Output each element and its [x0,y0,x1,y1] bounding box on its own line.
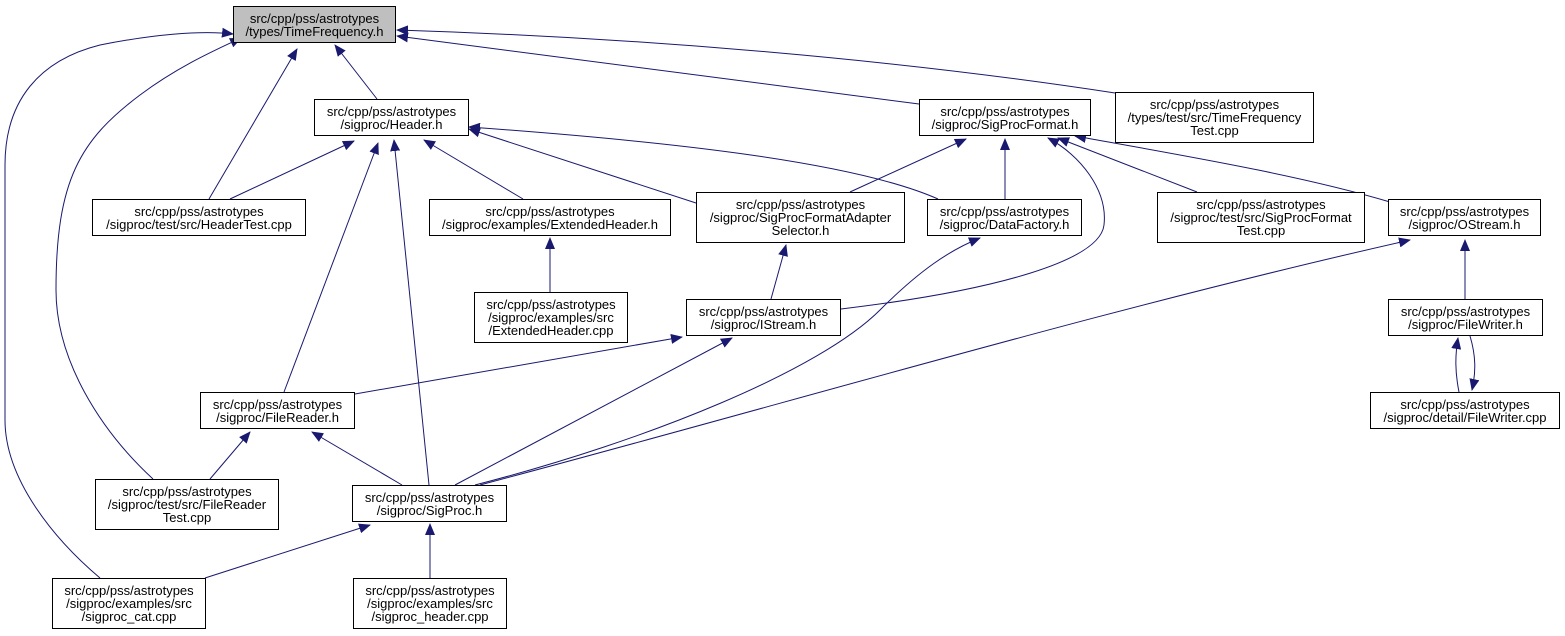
node-label-line: /sigproc/examples/src [367,596,493,611]
edge-spftest-to-sigprocformat [1057,137,1198,193]
edge-sigproc-to-datafactory [474,237,981,486]
node-label-line: /sigproc/IStream.h [710,316,817,332]
node-label-line: /sigproc/Header.h [340,116,443,132]
node-label-line: src/cpp/pss/astrotypes [364,489,495,505]
node-label-line: src/cpp/pss/astrotypes [249,10,380,26]
edge-filereader-to-istream [354,333,683,395]
node-label-line: /sigproc/SigProcFormatAdapter [709,210,892,225]
node-label-line: src/cpp/pss/astrotypes [134,203,264,219]
node-header-h[interactable]: src/cpp/pss/astrotypes /sigproc/Header.h [314,99,469,136]
edge-sigproc-to-filereader [311,431,403,486]
node-label-line: /sigproc/FileWriter.h [1408,316,1523,332]
node-label-line: /sigproc/test/src/SigProcFormat [1170,210,1352,225]
edge-frtest-to-timefreq [55,37,242,480]
edge-filereader-to-header [283,142,379,393]
node-label-line: /ExtendedHeader.cpp [488,323,614,338]
node-filewriter-cpp[interactable]: src/cpp/pss/astrotypes /sigproc/detail/F… [1370,392,1560,429]
node-headertest-cpp[interactable]: src/cpp/pss/astrotypes /sigproc/test/src… [92,199,306,236]
edge-filewriter-to-filewritercpp [1469,335,1480,391]
node-label-line: src/cpp/pss/astrotypes [698,303,829,319]
edge-adapter-to-header [468,127,697,204]
node-label-line: src/cpp/pss/astrotypes [1399,203,1530,219]
node-label-line: src/cpp/pss/astrotypes [326,103,457,119]
node-label-line: src/cpp/pss/astrotypes [486,297,616,312]
node-ostream-h[interactable]: src/cpp/pss/astrotypes /sigproc/OStream.… [1388,199,1541,236]
edge-tftest-to-timefreq [396,25,1116,94]
edge-header-to-timefreq [334,44,378,100]
node-label-line: src/cpp/pss/astrotypes [122,484,252,499]
edge-filewritercpp-to-filewriter [1451,337,1462,393]
node-label-line: Selector.h [771,223,830,238]
node-label-line: /sigproc/test/src/FileReader [107,497,267,512]
edge-extheader-to-header [423,139,524,200]
node-label-line: src/cpp/pss/astrotypes [1400,303,1531,319]
node-label-line: src/cpp/pss/astrotypes [365,583,495,598]
node-label-line: Test.cpp [1236,223,1286,238]
node-label-line: /types/TimeFrequency.h [245,23,384,39]
node-sigproc-header-cpp[interactable]: src/cpp/pss/astrotypes /sigproc/examples… [353,578,507,629]
node-label-line: /sigproc/detail/FileWriter.cpp [1383,409,1547,425]
node-extendedheader-h[interactable]: src/cpp/pss/astrotypes /sigproc/examples… [429,199,671,236]
node-filereader-test-cpp[interactable]: src/cpp/pss/astrotypes /sigproc/test/src… [95,479,279,530]
edge-adapter-to-sigprocformat [849,138,967,193]
edge-headertest-to-header [229,140,355,200]
node-label-line: /sigproc/examples/src [66,596,192,611]
node-label-line: src/cpp/pss/astrotypes [940,103,1070,119]
node-label-line: src/cpp/pss/astrotypes [485,203,615,219]
node-label-line: /sigproc/examples/src [488,310,614,325]
node-label-line: /sigproc/SigProcFormat.h [931,116,1079,132]
node-label-line: /sigproc/OStream.h [1408,216,1521,232]
node-label-line: src/cpp/pss/astrotypes [212,396,343,412]
node-label-line: src/cpp/pss/astrotypes [735,197,866,212]
edge-istream-to-sigprocformat [840,137,1105,310]
node-label-line: /sigproc/test/src/HeaderTest.cpp [106,216,292,232]
node-label-line: src/cpp/pss/astrotypes [939,203,1070,219]
node-label-line: /sigproc_header.cpp [371,609,489,624]
node-datafactory-h[interactable]: src/cpp/pss/astrotypes /sigproc/DataFact… [927,199,1082,236]
node-timefrequency-test-cpp[interactable]: src/cpp/pss/astrotypes /types/test/src/T… [1115,92,1314,143]
node-sigproc-h[interactable]: src/cpp/pss/astrotypes /sigproc/SigProc.… [352,485,507,522]
node-sigprocformat-h[interactable]: src/cpp/pss/astrotypes /sigproc/SigProcF… [919,99,1091,136]
edge-ostream-to-sigprocformat [1074,133,1391,203]
node-sigprocformat-test-cpp[interactable]: src/cpp/pss/astrotypes /sigproc/test/src… [1157,192,1365,243]
edge-headertest-to-timefreq [208,48,298,200]
edge-sigprocformat-to-timefreq [396,32,920,105]
edge-sigproc-to-istream [454,337,733,486]
node-label-line: /sigproc_cat.cpp [81,609,177,624]
edge-datafactory-to-header [468,122,939,200]
node-timefrequency-h[interactable]: src/cpp/pss/astrotypes /types/TimeFreque… [233,6,396,43]
edge-istream-to-adapter [770,244,788,300]
node-sigproc-cat-cpp[interactable]: src/cpp/pss/astrotypes /sigproc/examples… [52,578,206,629]
edge-frtest-to-filereader [209,431,251,480]
node-istream-h[interactable]: src/cpp/pss/astrotypes /sigproc/IStream.… [686,299,841,336]
node-filewriter-h[interactable]: src/cpp/pss/astrotypes /sigproc/FileWrit… [1388,299,1543,336]
node-extendedheader-cpp[interactable]: src/cpp/pss/astrotypes /sigproc/examples… [474,292,628,343]
edge-cat-to-sigproc [204,523,371,579]
node-label-line: src/cpp/pss/astrotypes [1196,197,1326,212]
node-label-line: Test.cpp [162,510,212,525]
edge-sigproc-to-header [390,139,430,486]
node-label-line: /sigproc/SigProc.h [376,502,483,518]
node-label-line: Test.cpp [1190,123,1239,138]
node-filereader-h[interactable]: src/cpp/pss/astrotypes /sigproc/FileRead… [200,392,355,429]
node-label-line: /sigproc/DataFactory.h [939,216,1070,232]
node-label-line: /types/test/src/TimeFrequency [1127,110,1302,125]
node-label-line: src/cpp/pss/astrotypes [1400,396,1530,412]
node-label-line: /sigproc/FileReader.h [216,409,339,425]
node-label-line: src/cpp/pss/astrotypes [64,583,194,598]
node-label-line: /sigproc/examples/ExtendedHeader.h [441,216,659,232]
node-label-line: src/cpp/pss/astrotypes [1149,97,1280,112]
edge-sigproc-to-ostream [479,237,1411,486]
edge-cat-to-timefreq [4,27,234,579]
node-sigprocformatadapterselector-h[interactable]: src/cpp/pss/astrotypes /sigproc/SigProcF… [696,192,905,243]
